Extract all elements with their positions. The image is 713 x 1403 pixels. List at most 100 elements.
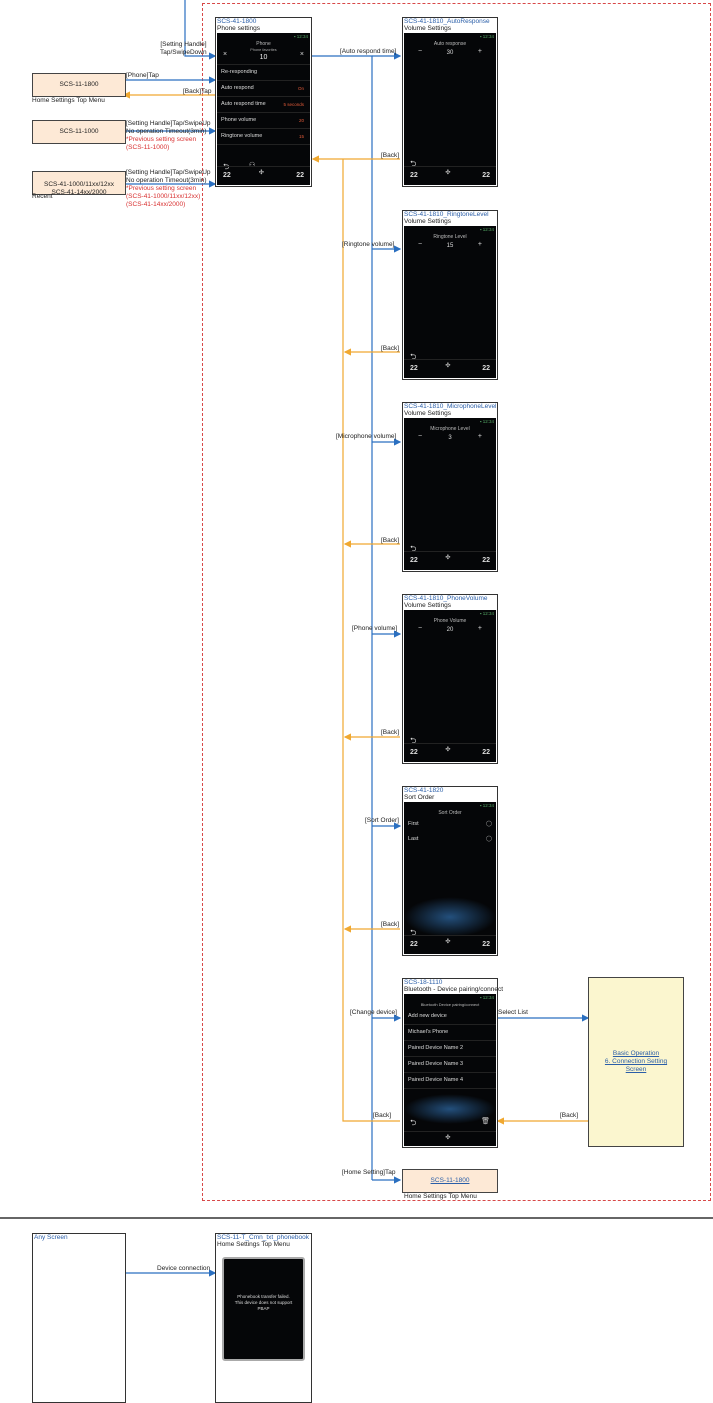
minus-icon[interactable]: × <box>223 51 228 58</box>
trash-icon[interactable]: 🗑 <box>481 1118 490 1125</box>
sort-option[interactable]: Last◯ <box>404 832 496 847</box>
fan-icon: ✣ <box>445 363 451 369</box>
back-icon[interactable]: ⮌ <box>410 544 417 553</box>
temp-right: 22 <box>482 172 490 179</box>
label-prev-2-id1: (SCS-41-1000/11xx/12xx) <box>126 193 201 200</box>
row-value: On <box>297 86 304 91</box>
temp-left: 22 <box>410 749 418 756</box>
ambient-glow <box>404 897 496 937</box>
popup-text: Phonebook transfer failed. This device d… <box>234 1294 293 1311</box>
frame-id: SCS-41-1810_MicrophoneLevel <box>404 403 497 410</box>
level-control[interactable]: − 15 + <box>404 241 496 255</box>
trigger-ringtone: [Ringtone volume] <box>342 241 395 248</box>
minus-icon[interactable]: − <box>418 625 423 632</box>
device-row[interactable]: Add new device <box>404 1009 496 1025</box>
frame-id: Any Screen <box>34 1234 68 1241</box>
frame-phonebook-error: SCS-11-T_Cmn_txt_phonebook Home Settings… <box>215 1233 312 1403</box>
person-icon[interactable]: ⚇ <box>249 162 256 169</box>
plus-icon[interactable]: + <box>477 48 482 55</box>
frame-title: Sort Order <box>404 794 435 801</box>
volume-screen: ▪ 12:34 Auto response − 30 + ⮌ 22✣22 <box>404 33 496 185</box>
frame-title: Home Settings Top Menu <box>217 1241 290 1248</box>
favorites-control[interactable]: × Phone favorites 10 × <box>217 48 310 65</box>
back-icon[interactable]: ⮌ <box>410 159 417 168</box>
frame-volume-auto: SCS-41-1810_AutoResponse Volume Settings… <box>402 17 498 187</box>
volume-screen: ▪ 12:34 Ringtone Level − 15 + ⮌ 22✣22 <box>404 226 496 378</box>
back-icon[interactable]: ⮌ <box>410 1118 417 1127</box>
entry-arrow-top <box>184 0 217 60</box>
temp-left: 22 <box>410 365 418 372</box>
settings-row[interactable]: Auto respond On <box>217 81 310 97</box>
climate-footer: 22✣22 <box>404 743 496 762</box>
plus-icon[interactable]: + <box>477 625 482 632</box>
basic-operation-box[interactable]: Basic Operation 6. Connection Setting Sc… <box>588 977 684 1147</box>
back-label-phone: [Back] <box>381 729 400 736</box>
frame-id: SCS-41-1810_RingtoneLevel <box>404 211 489 218</box>
temp-left: 22 <box>410 557 418 564</box>
back-label-auto: [Back] <box>381 152 400 159</box>
trigger-auto-respond: [Auto respond time] <box>340 48 397 55</box>
row-label: Auto respond <box>221 85 254 91</box>
row-value: 15 <box>298 134 304 139</box>
minus-icon[interactable]: − <box>418 433 423 440</box>
device-row[interactable]: Michael's Phone <box>404 1025 496 1041</box>
frame-id: SCS-41-1810_AutoResponse <box>404 18 490 25</box>
frame-volume-ringtone: SCS-41-1810_RingtoneLevel Volume Setting… <box>402 210 498 380</box>
label-phone-tap: [Phone]Tap <box>126 72 159 79</box>
label-back-basic: [Back] <box>560 1112 579 1119</box>
label-timeout-2: No operation Timeout(3min) <box>126 177 207 184</box>
box-id: SCS-11-1000 <box>59 128 99 135</box>
minus-icon[interactable]: − <box>418 48 423 55</box>
back-label-sort: [Back] <box>381 921 400 928</box>
temp-right: 22 <box>296 172 304 179</box>
level-control[interactable]: − 30 + <box>404 48 496 62</box>
level-control[interactable]: − 3 + <box>404 433 496 447</box>
frame-title: Volume Settings <box>404 25 451 32</box>
row-label: Phone volume <box>221 117 257 123</box>
back-icon[interactable]: ⮌ <box>410 928 417 937</box>
favorites-label: Phone favorites <box>250 48 277 52</box>
level-value: 3 <box>448 435 452 441</box>
frame-title: Phone settings <box>217 25 261 32</box>
screen-header: Phone <box>256 41 271 47</box>
status-bar: ▪ 12:34 <box>479 34 494 39</box>
bluetooth-screen: ▪ 12:34 Bluetooth Device pairing/connect… <box>404 994 496 1146</box>
box-home-settings[interactable]: SCS-11-1800 <box>402 1169 498 1193</box>
settings-row[interactable]: Re-responding <box>217 65 310 81</box>
fan-icon: ✣ <box>445 747 451 753</box>
frame-id: SCS-41-1810_PhoneVolume <box>404 595 488 602</box>
trigger-phone-volume: [Phone volume] <box>352 625 398 632</box>
back-icon[interactable]: ⮌ <box>410 736 417 745</box>
level-control[interactable]: − 20 + <box>404 625 496 639</box>
basic-line-2: 6. Connection Setting <box>604 1058 668 1065</box>
box-caption-recent: Recent <box>32 193 53 200</box>
plus-icon[interactable]: + <box>477 433 482 440</box>
trigger-home-setting: [Home Setting]Tap <box>342 1169 396 1176</box>
fan-icon: ✣ <box>445 170 451 176</box>
device-row[interactable]: Paired Device Name 2 <box>404 1041 496 1057</box>
plus-icon[interactable]: + <box>477 241 482 248</box>
fan-icon: ✣ <box>445 1135 451 1141</box>
label-prev-1: *Previous setting screen <box>126 136 197 143</box>
row-label: Paired Device Name 3 <box>408 1061 464 1067</box>
climate-footer: 22 ✣ 22 <box>217 166 310 185</box>
box-scs-41-recent: SCS-41-1000/11xx/12xx SCS-41-14xx/2000 <box>32 171 126 196</box>
device-row[interactable]: Paired Device Name 3 <box>404 1057 496 1073</box>
fan-icon: ✣ <box>258 170 264 176</box>
basic-line-3: Screen <box>625 1066 647 1073</box>
plus-icon[interactable]: × <box>299 51 304 58</box>
bt-footer: ✣ <box>404 1131 496 1146</box>
radio-icon[interactable]: ◯ <box>485 821 492 827</box>
sort-option[interactable]: First◯ <box>404 817 496 832</box>
device-row[interactable]: Paired Device Name 4 <box>404 1073 496 1089</box>
back-icon[interactable]: ⮌ <box>410 352 417 361</box>
frame-title: Volume Settings <box>404 602 451 609</box>
back-label-microphone: [Back] <box>381 537 400 544</box>
minus-icon[interactable]: − <box>418 241 423 248</box>
radio-icon[interactable]: ◯ <box>485 836 492 842</box>
frame-sort-order: SCS-41-1820 Sort Order ▪ 12:34 Sort Orde… <box>402 786 498 956</box>
